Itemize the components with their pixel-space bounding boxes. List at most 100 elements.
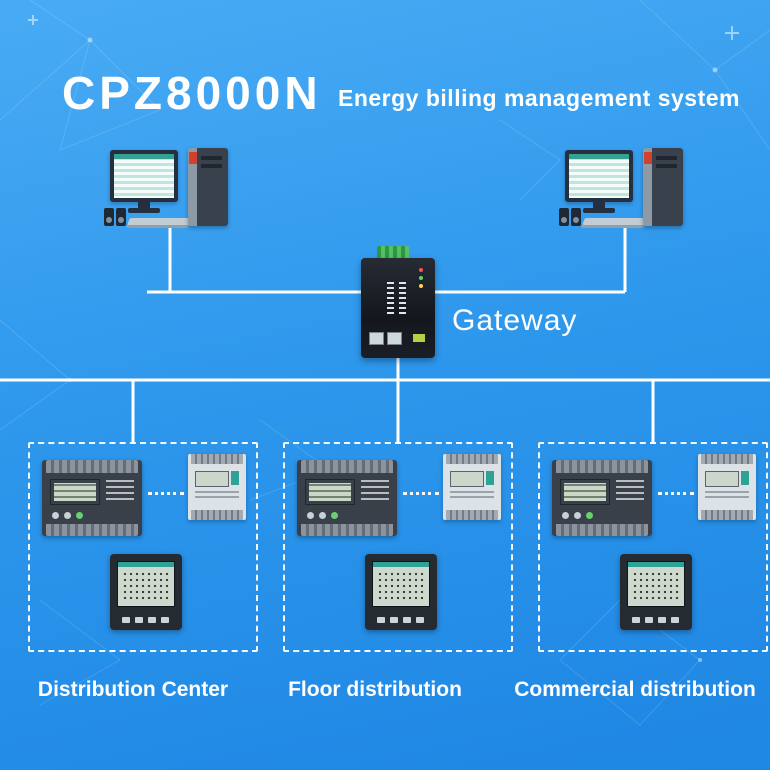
panel-meter-display (372, 561, 430, 607)
panel-meter-buttons (122, 617, 169, 623)
monitor-icon (110, 150, 178, 202)
panel-meter-buttons (632, 617, 679, 623)
meter-lcd-display (50, 479, 100, 505)
meter-label-text (195, 491, 239, 501)
panel-meter-icon (110, 554, 182, 630)
ethernet-port-icon (387, 332, 402, 345)
gateway-terminal-block (377, 246, 409, 260)
gateway-dip-switch (387, 282, 394, 314)
speaker-icon (571, 208, 581, 226)
panel-meter-buttons (377, 617, 424, 623)
meter-label-text (616, 480, 644, 504)
meter-terminals-top (556, 460, 648, 473)
panel-meter-display (117, 561, 175, 607)
meter-terminals-top (701, 454, 753, 464)
meter-button (319, 512, 326, 519)
meter-lcd-display (705, 471, 739, 487)
meter-lcd-display (560, 479, 610, 505)
group-label-floor-distribution: Floor distribution (288, 678, 462, 701)
meter-terminals-bottom (556, 524, 648, 536)
speaker-icon (116, 208, 126, 226)
meter-group-commercial-distribution (538, 442, 768, 652)
dotted-connector (148, 492, 184, 495)
meter-terminals-bottom (701, 510, 753, 520)
panel-meter-display (627, 561, 685, 607)
din-energy-meter-icon (297, 460, 397, 536)
din-energy-meter-icon (42, 460, 142, 536)
meter-group-floor-distribution (283, 442, 513, 652)
meter-terminals-bottom (191, 510, 243, 520)
panel-meter-icon (365, 554, 437, 630)
pc-tower-icon (643, 148, 683, 226)
monitor-base (583, 208, 615, 213)
meter-group-distribution-center (28, 442, 258, 652)
pc-tower-icon (188, 148, 228, 226)
ethernet-port-icon (369, 332, 384, 345)
workstation-right (555, 146, 695, 246)
dot-matrix-display (122, 571, 170, 603)
gateway-device-icon (361, 246, 435, 358)
monitor-base (128, 208, 160, 213)
monitor-screen (569, 154, 629, 198)
meter-terminals-top (191, 454, 243, 464)
panel-meter-icon (620, 554, 692, 630)
meter-terminals-bottom (46, 524, 138, 536)
dotted-connector (658, 492, 694, 495)
gateway-aux-connector (413, 334, 425, 342)
meter-lcd-display (450, 471, 484, 487)
meter-label-text (450, 491, 494, 501)
meter-button (486, 471, 494, 485)
speaker-icon (104, 208, 114, 226)
dot-matrix-display (377, 571, 425, 603)
dotted-connector (403, 492, 439, 495)
tower-accent (644, 152, 652, 164)
meter-led-icon (586, 512, 593, 519)
speaker-icon (559, 208, 569, 226)
meter-button (52, 512, 59, 519)
meter-button (231, 471, 239, 485)
din-energy-meter-icon (552, 460, 652, 536)
page-subtitle: Energy billing management system (338, 85, 741, 111)
gateway-label: Gateway (452, 304, 578, 337)
meter-led-icon (331, 512, 338, 519)
dot-matrix-display (632, 571, 680, 603)
group-label-distribution-center: Distribution Center (37, 678, 229, 701)
meter-button (562, 512, 569, 519)
keyboard-icon (126, 218, 192, 228)
meter-terminals-top (301, 460, 393, 473)
led-yellow-icon (419, 284, 423, 288)
meter-terminals-bottom (301, 524, 393, 536)
gateway-dip-switch (399, 282, 406, 314)
meter-label-text (705, 491, 749, 501)
tower-slot (201, 164, 222, 168)
meter-button (741, 471, 749, 485)
meter-button (64, 512, 71, 519)
tower-accent (189, 152, 197, 164)
meter-label-text (106, 480, 134, 504)
keyboard-icon (581, 218, 647, 228)
led-green-icon (419, 276, 423, 280)
meter-button (307, 512, 314, 519)
meter-terminals-bottom (446, 510, 498, 520)
gateway-body (361, 258, 435, 358)
compact-meter-icon (698, 454, 756, 520)
meter-terminals-top (446, 454, 498, 464)
meter-lcd-display (195, 471, 229, 487)
meter-lcd-display (305, 479, 355, 505)
tower-slot (656, 156, 677, 160)
meter-terminals-top (46, 460, 138, 473)
workstation-left (100, 146, 240, 246)
tower-slot (201, 156, 222, 160)
led-red-icon (419, 268, 423, 272)
meter-label-text (361, 480, 389, 504)
monitor-stand (593, 202, 605, 208)
group-label-commercial-distribution: Commercial distribution (514, 678, 756, 701)
compact-meter-icon (443, 454, 501, 520)
compact-meter-icon (188, 454, 246, 520)
page-title: CPZ8000N (62, 67, 322, 119)
meter-button (574, 512, 581, 519)
meter-led-icon (76, 512, 83, 519)
monitor-stand (138, 202, 150, 208)
tower-slot (656, 164, 677, 168)
